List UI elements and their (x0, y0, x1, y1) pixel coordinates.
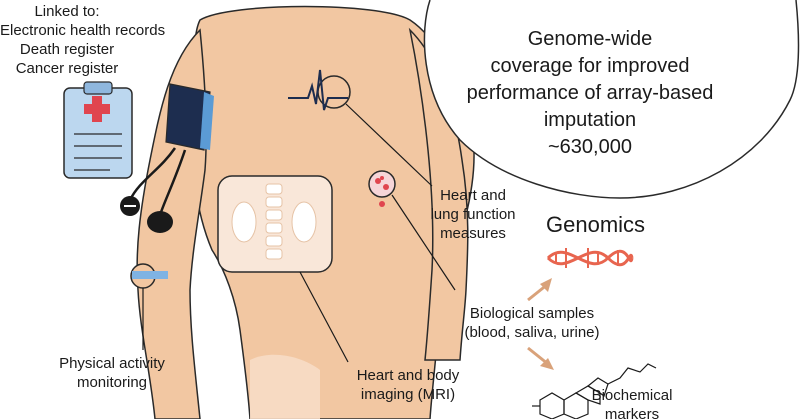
biochem-line-2: markers (604, 406, 660, 419)
spine-icon (231, 183, 317, 260)
circle-line-2: coverage for improved (490, 55, 690, 77)
genome-coverage-text: Genome-wide coverage for improved perfor… (440, 26, 740, 161)
molecule-icon (532, 363, 657, 419)
circle-line-3: performance of array-based (466, 82, 714, 104)
wristband-icon (132, 271, 168, 279)
imaging-line-2: imaging (MRI) (360, 386, 456, 403)
linked-heading: Linked to: (34, 3, 100, 20)
genomics-label: Genomics (546, 212, 646, 237)
ecg-icon (288, 69, 348, 111)
physical-line-2: monitoring (76, 374, 148, 391)
genome-circle (423, 0, 800, 199)
physical-activity-label: Physical activity monitoring (42, 354, 182, 392)
bio-line-2: (blood, saliva, urine) (464, 324, 600, 341)
right-arm (408, 27, 469, 361)
imaging-label: Heart and body imaging (MRI) (348, 366, 468, 404)
bio-line-1: Biological samples (469, 305, 595, 322)
heart-lung-label: Heart and lung function measures (418, 186, 528, 243)
heart-lung-line-1: Heart and (440, 187, 506, 204)
heart-lung-line-2: lung function (430, 206, 516, 223)
circle-line-5: ~630,000 (548, 136, 632, 158)
blood-pressure-cuff-icon (120, 83, 214, 233)
physical-line-1: Physical activity (59, 355, 165, 372)
clipboard-icon (63, 81, 133, 179)
imaging-line-1: Heart and body (356, 367, 460, 384)
linked-to-block: Linked to: Electronic health records Dea… (0, 2, 166, 78)
arrow-to-biochemical (527, 346, 554, 370)
arrow-to-genomics (527, 278, 552, 302)
dna-icon (546, 248, 634, 268)
circle-line-1: Genome-wide (527, 28, 653, 50)
heart-lung-line-3: measures (440, 225, 506, 242)
linked-item-ehr: Electronic health records (0, 22, 166, 39)
cells-icon (368, 170, 396, 198)
biological-samples-label: Biological samples (blood, saliva, urine… (452, 304, 612, 342)
biochemical-label: Biochemical markers (582, 386, 682, 419)
circle-line-4: imputation (543, 109, 637, 131)
linked-item-cancer: Cancer register (15, 60, 119, 77)
linked-item-death: Death register (19, 41, 115, 58)
biochem-line-1: Biochemical (591, 387, 673, 404)
